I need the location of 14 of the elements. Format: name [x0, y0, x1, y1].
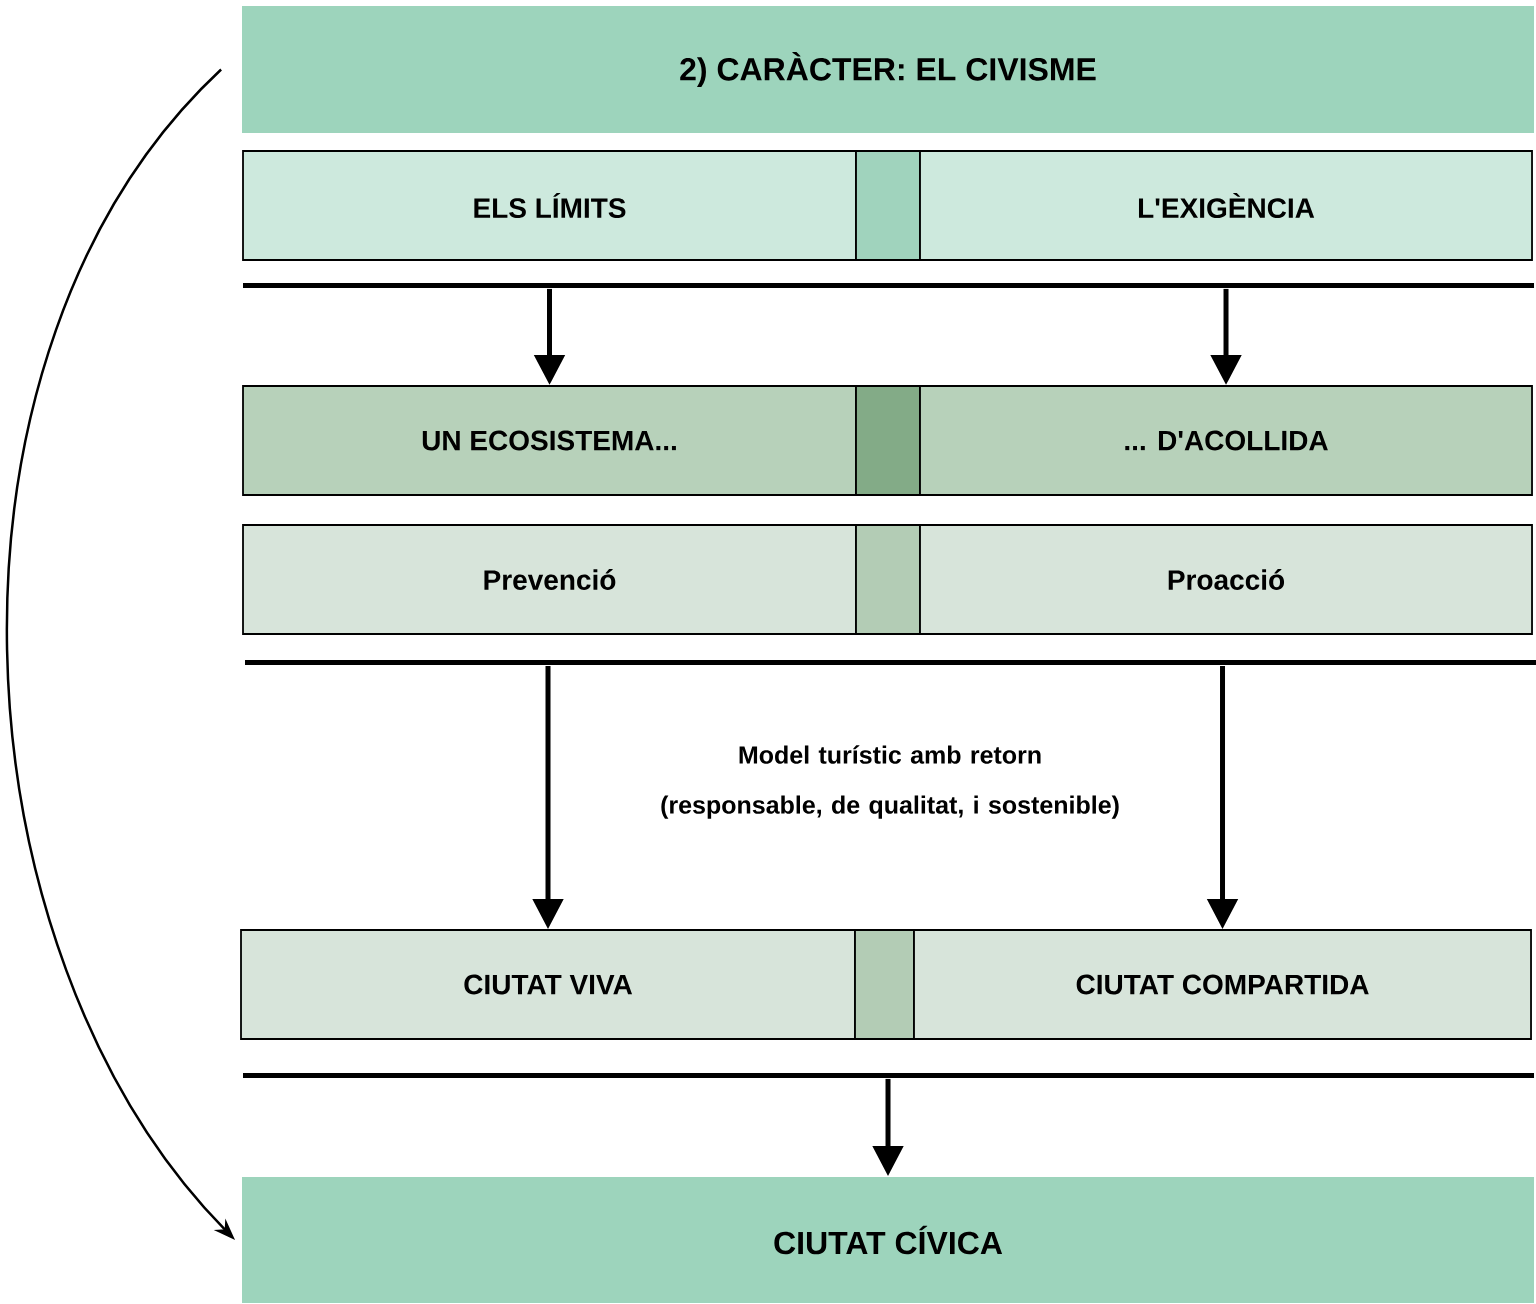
label-box: L'EXIGÈNCIA — [919, 150, 1533, 261]
separator-bar — [243, 283, 1534, 288]
band: 2) CARÀCTER: EL CIVISME — [242, 6, 1534, 133]
label-box: UN ECOSISTEMA... — [242, 385, 857, 496]
separator-bar — [245, 660, 1536, 665]
label-box: ELS LÍMITS — [242, 150, 857, 261]
label-box: CIUTAT COMPARTIDA — [913, 929, 1532, 1040]
label-box: Proacció — [919, 524, 1533, 635]
label-box: ... D'ACOLLIDA — [919, 385, 1533, 496]
band: CIUTAT CÍVICA — [242, 1177, 1534, 1303]
label-box: CIUTAT VIVA — [240, 929, 856, 1040]
separator-bar — [243, 1073, 1534, 1078]
label-box: Prevenció — [242, 524, 857, 635]
caption-text: Model turístic amb retorn (responsable, de qualitat, i sostenible) — [661, 745, 1119, 819]
